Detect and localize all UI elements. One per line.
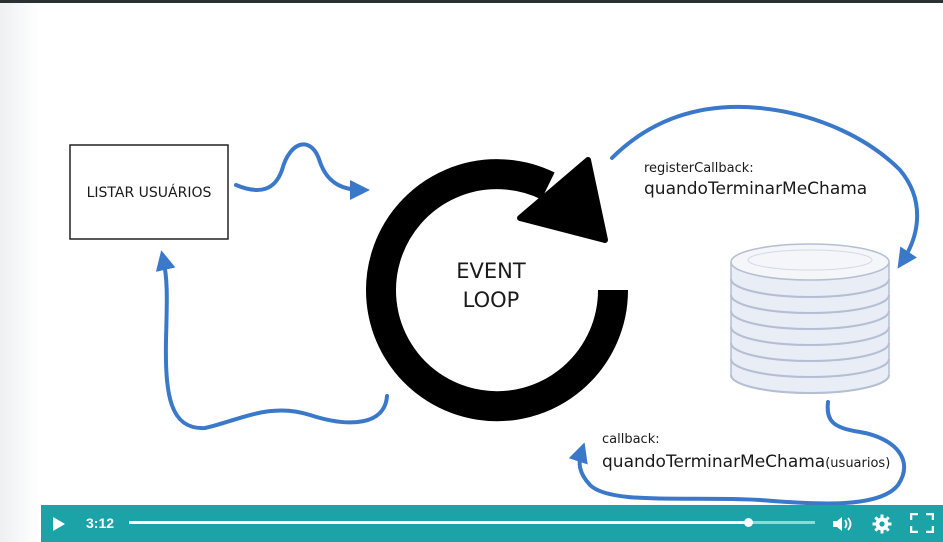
callback-function: quandoTerminarMeChama bbox=[602, 452, 825, 472]
callback-line: quandoTerminarMeChama(usuarios) bbox=[602, 452, 890, 472]
event-loop-ring bbox=[366, 159, 628, 422]
volume-button[interactable] bbox=[831, 513, 855, 535]
current-time: 3:12 bbox=[86, 515, 115, 531]
register-callback-function: quandoTerminarMeChama bbox=[644, 179, 867, 199]
arrow-loop-to-database bbox=[610, 104, 920, 269]
progress-track[interactable] bbox=[129, 518, 815, 527]
event-loop-arrowhead bbox=[517, 157, 608, 243]
callback-argument: (usuarios) bbox=[825, 456, 890, 471]
register-callback-label: registerCallback: bbox=[644, 161, 754, 176]
progress-fill bbox=[129, 521, 749, 524]
event-loop-title-2: LOOP bbox=[463, 288, 520, 312]
arrow-box-to-loop bbox=[234, 142, 370, 200]
event-loop-title-1: EVENT bbox=[456, 259, 526, 283]
event-loop-diagram: LISTAR USUÁRIOS EVENT LOOP registerCallb… bbox=[69, 104, 920, 505]
volume-icon bbox=[833, 517, 852, 531]
callback-label: callback: bbox=[602, 432, 660, 447]
database-icon bbox=[730, 243, 890, 394]
arrow-loop-to-box bbox=[155, 250, 389, 431]
arrow-database-to-callback bbox=[568, 400, 906, 505]
listar-usuarios-box bbox=[69, 144, 229, 240]
gear-icon bbox=[872, 514, 892, 534]
settings-button[interactable] bbox=[871, 513, 893, 535]
fullscreen-button[interactable] bbox=[909, 511, 935, 535]
video-control-bar: 3:12 bbox=[41, 505, 943, 542]
left-edge-shade bbox=[0, 3, 40, 542]
listar-usuarios-label: LISTAR USUÁRIOS bbox=[87, 184, 212, 201]
progress-thumb[interactable] bbox=[744, 518, 754, 527]
play-button[interactable] bbox=[49, 514, 69, 534]
play-icon bbox=[53, 517, 65, 531]
fullscreen-icon bbox=[910, 513, 934, 533]
top-edge-bar bbox=[0, 0, 943, 3]
